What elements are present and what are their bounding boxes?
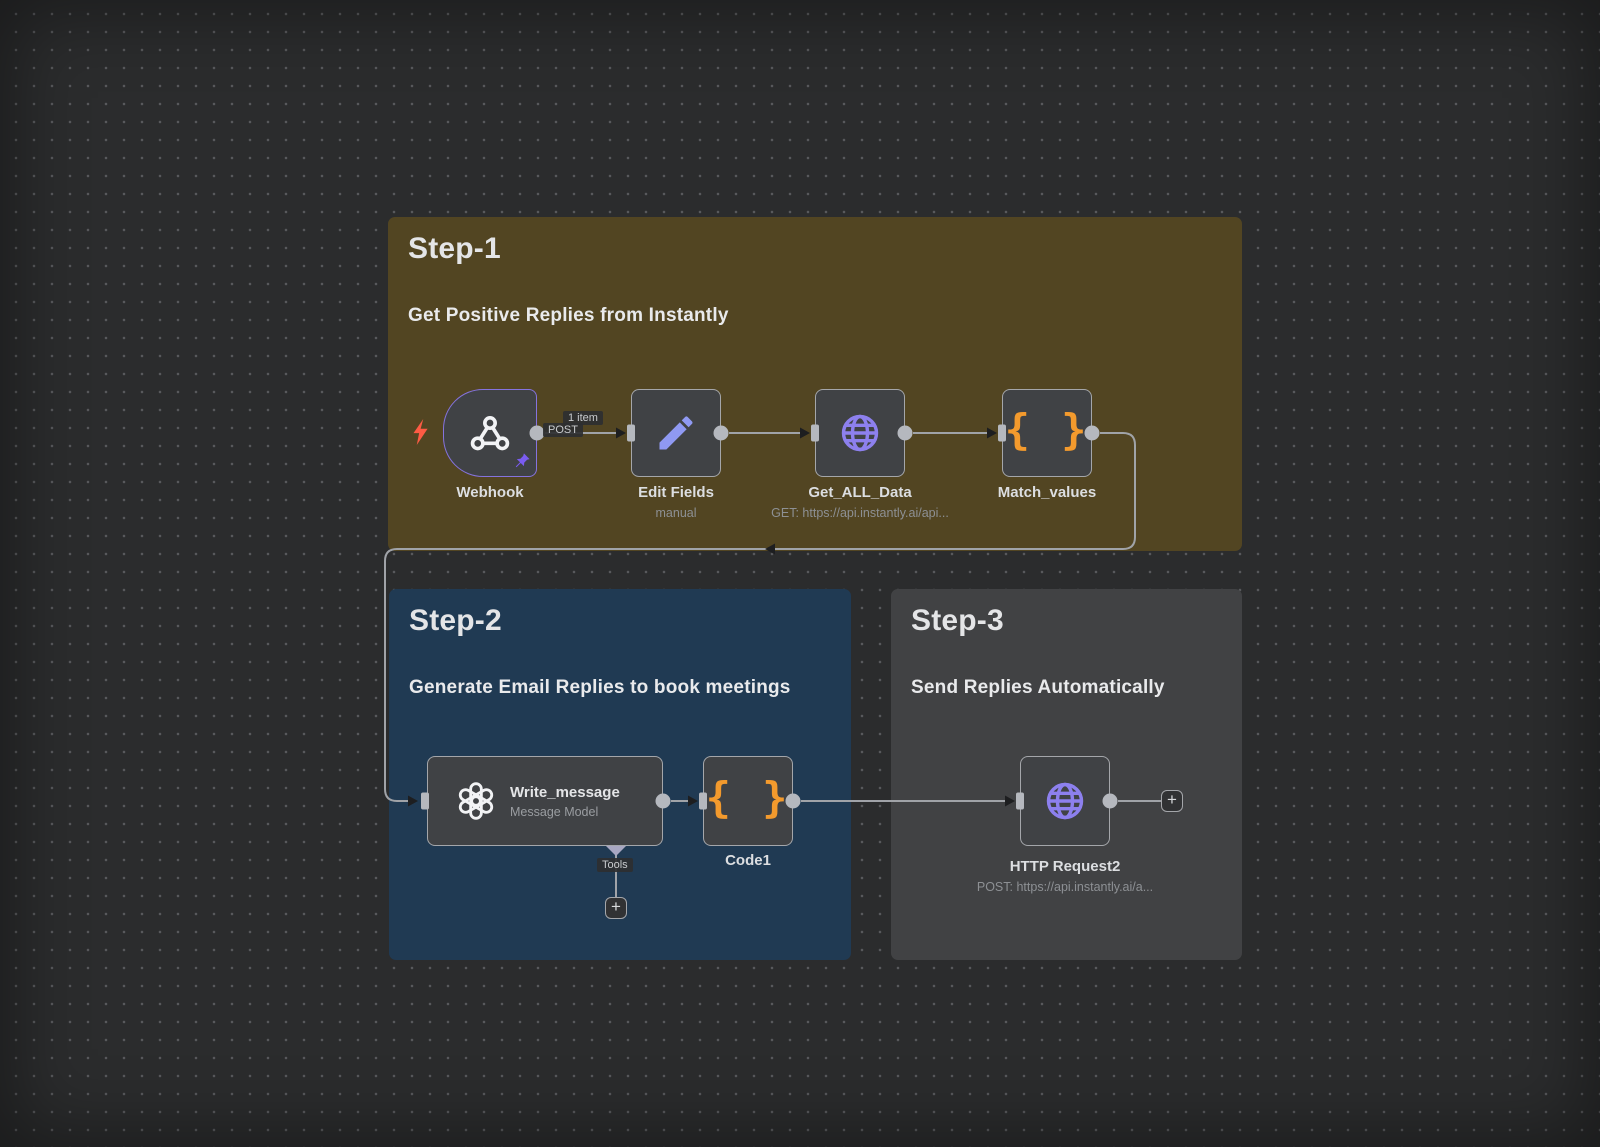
node-get-all-data[interactable] [815,389,905,477]
output-port-http-request2[interactable] [1102,793,1118,809]
output-port-webhook[interactable] [529,425,545,441]
pencil-icon [659,416,693,450]
node-sublabel-get-all-data: GET: https://api.instantly.ai/api... [771,506,949,520]
note-step1-title: Step-1 [408,232,501,265]
output-port-match-values[interactable] [1084,425,1100,441]
node-label-http-request2: HTTP Request2 [1009,858,1121,875]
openai-icon [458,782,494,820]
node-label-match-values: Match_values [997,484,1097,501]
node-sublabel-http-request2: POST: https://api.instantly.ai/a... [976,880,1154,894]
write-message-text: Write_message Message Model [510,784,620,819]
input-port-http-request2[interactable] [1016,792,1024,810]
output-port-get-all-data[interactable] [897,425,913,441]
node-label-edit-fields: Edit Fields [638,484,714,501]
input-port-write-message[interactable] [421,792,429,810]
pin-icon [515,453,530,468]
braces-icon: { } [1004,405,1090,454]
node-match-values[interactable]: { } [1002,389,1092,477]
note-step3-subtitle: Send Replies Automatically [911,677,1165,698]
braces-icon: { } [705,773,791,822]
add-tool-button[interactable]: + [605,897,627,919]
tools-badge: Tools [597,858,633,872]
note-step2-title: Step-2 [409,604,502,637]
node-write-message[interactable]: Write_message Message Model [427,756,663,846]
node-name-label: Write_message [510,783,620,801]
output-port-edit-fields[interactable] [713,425,729,441]
node-subtitle-label: Message Model [510,804,599,819]
node-code1[interactable]: { } [703,756,793,846]
node-http-request2[interactable] [1020,756,1110,846]
input-port-get-all-data[interactable] [811,424,819,442]
output-port-code1[interactable] [785,793,801,809]
node-sublabel-edit-fields: manual [655,506,697,520]
edge-items-badge: 1 item [563,411,603,425]
node-edit-fields[interactable] [631,389,721,477]
node-webhook[interactable] [443,389,537,477]
webhook-icon [470,416,510,451]
node-label-get-all-data: Get_ALL_Data [808,484,912,501]
globe-icon [841,414,879,452]
output-port-write-message[interactable] [655,793,671,809]
add-node-button[interactable]: + [1161,790,1183,812]
note-step3-title: Step-3 [911,604,1004,637]
input-port-code1[interactable] [699,792,707,810]
input-port-match-values[interactable] [998,424,1006,442]
trigger-bolt-icon [413,419,428,445]
node-label-code1: Code1 [725,852,771,869]
edge-method-badge: POST [543,423,583,437]
input-port-edit-fields[interactable] [627,424,635,442]
note-step1-subtitle: Get Positive Replies from Instantly [408,305,729,326]
node-label-webhook: Webhook [456,484,524,501]
globe-icon [1046,782,1084,820]
note-step2-subtitle: Generate Email Replies to book meetings [409,677,791,698]
